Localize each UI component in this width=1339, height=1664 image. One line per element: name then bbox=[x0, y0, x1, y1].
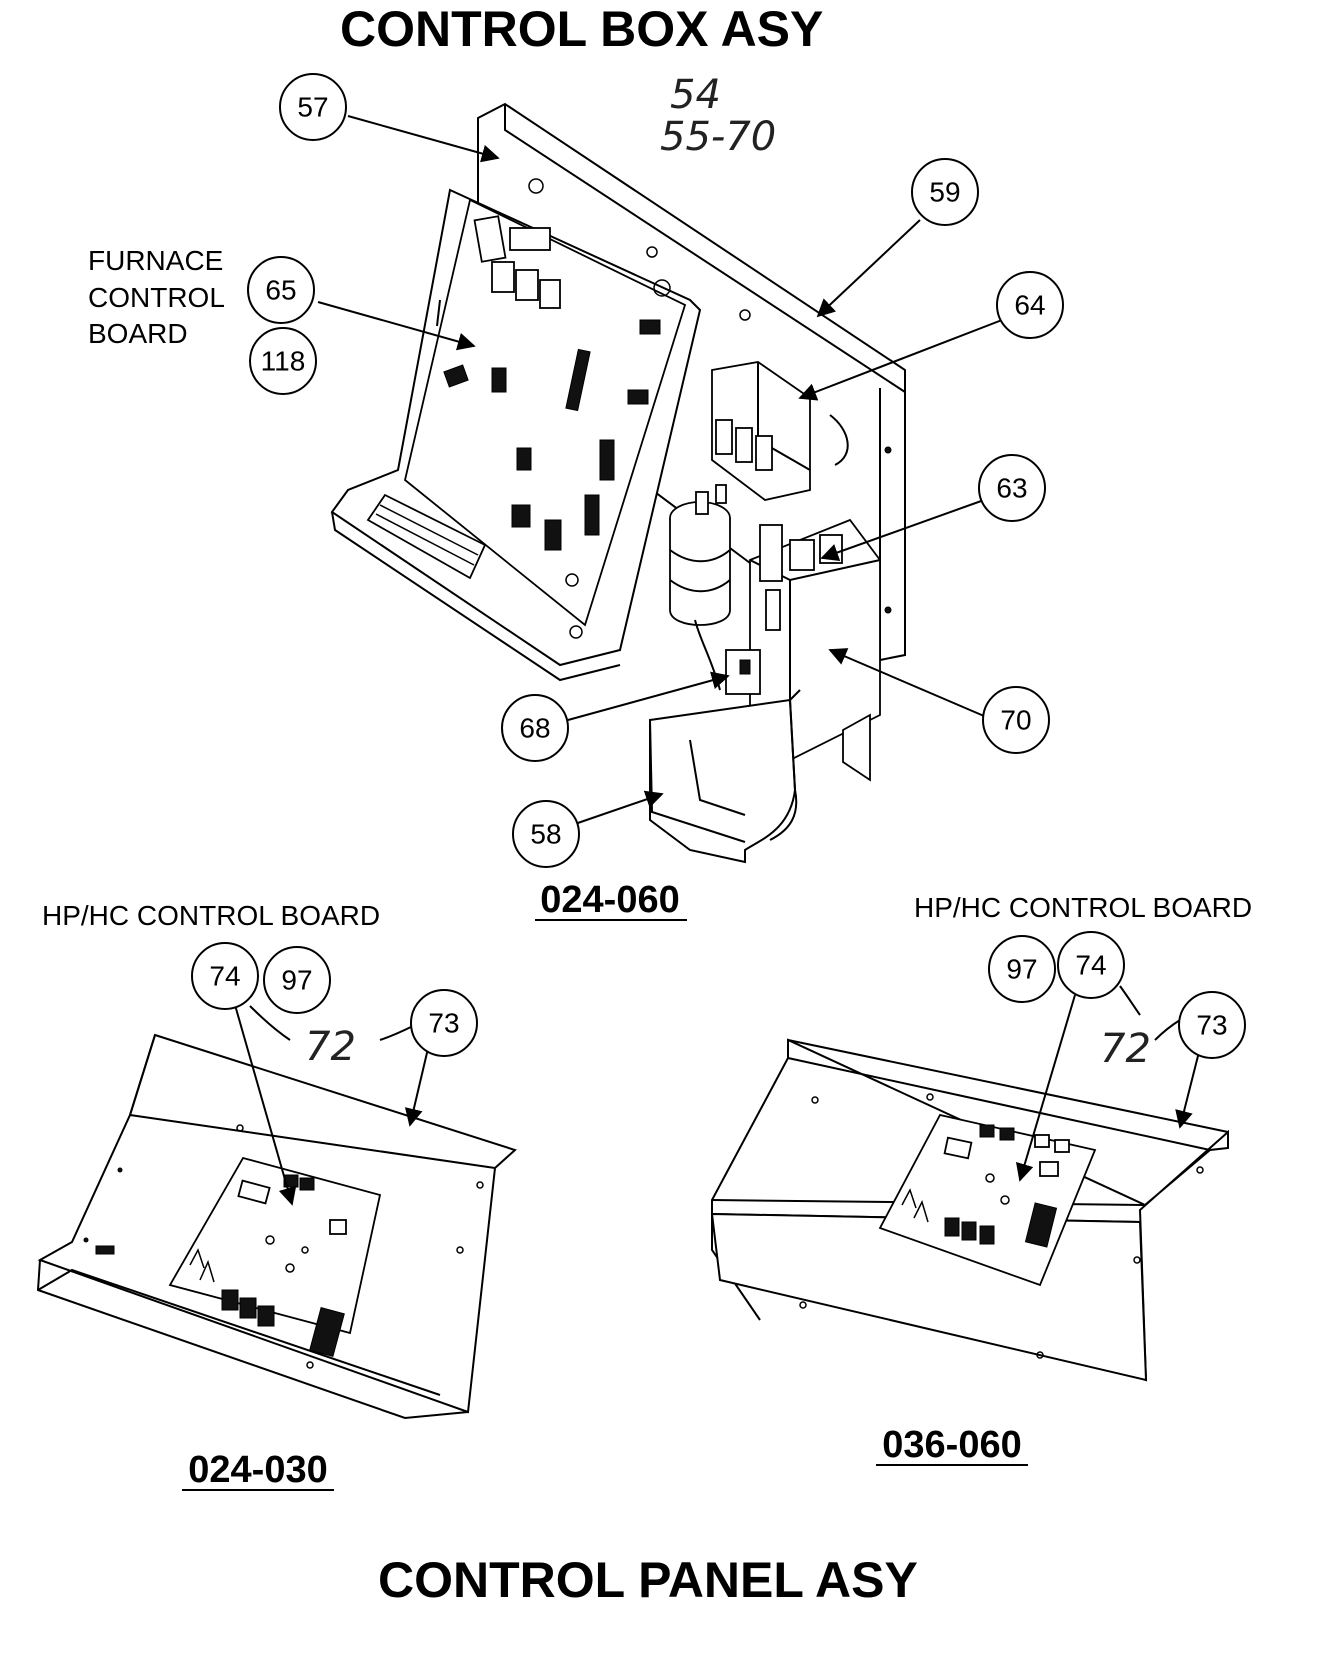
callout-64: 64 bbox=[996, 271, 1064, 339]
svg-text:97: 97 bbox=[281, 965, 312, 996]
callout-left-74: 74 bbox=[191, 942, 259, 1010]
svg-text:74: 74 bbox=[209, 961, 240, 992]
model-024-030: 024-030 bbox=[188, 1449, 327, 1491]
svg-text:57: 57 bbox=[297, 92, 328, 123]
svg-text:118: 118 bbox=[261, 346, 306, 377]
svg-text:74: 74 bbox=[1075, 950, 1106, 981]
svg-text:64: 64 bbox=[1014, 290, 1045, 321]
svg-text:BOARD: BOARD bbox=[88, 318, 188, 349]
control-panel-right-illustration bbox=[710, 1038, 1229, 1382]
control-panel-title: CONTROL PANEL ASY bbox=[378, 1552, 918, 1608]
callout-70: 70 bbox=[982, 686, 1050, 754]
callout-left-97: 97 bbox=[263, 946, 331, 1014]
svg-text:58: 58 bbox=[530, 819, 561, 850]
model-024-060: 024-060 bbox=[540, 879, 679, 921]
svg-text:CONTROL: CONTROL bbox=[88, 282, 225, 313]
callout-right-97: 97 bbox=[988, 935, 1056, 1003]
svg-text:59: 59 bbox=[929, 177, 960, 208]
control-box-illustration bbox=[330, 102, 906, 864]
handwritten-note-55-70: 55-70 bbox=[660, 114, 776, 160]
callout-65: 65 bbox=[247, 256, 315, 324]
callout-57: 57 bbox=[279, 73, 347, 141]
svg-text:70: 70 bbox=[1000, 705, 1031, 736]
hp-hc-label-right: HP/HC CONTROL BOARD bbox=[914, 892, 1252, 923]
callout-right-73: 73 bbox=[1178, 991, 1246, 1059]
callout-63: 63 bbox=[978, 454, 1046, 522]
svg-text:73: 73 bbox=[1196, 1010, 1227, 1041]
svg-text:63: 63 bbox=[996, 473, 1027, 504]
furnace-control-board-label: FURNACE CONTROL BOARD bbox=[88, 245, 225, 349]
callout-58: 58 bbox=[512, 800, 580, 868]
callout-118: 118 bbox=[249, 327, 317, 395]
handwritten-note-54: 54 bbox=[670, 72, 721, 118]
callout-right-74: 74 bbox=[1057, 931, 1125, 999]
control-panel-left-illustration bbox=[36, 1033, 517, 1420]
handwritten-note-72-left: 72 bbox=[305, 1024, 356, 1070]
control-box-title: CONTROL BOX ASY bbox=[340, 1, 823, 57]
handwritten-note-72-right: 72 bbox=[1100, 1026, 1151, 1072]
callout-59: 59 bbox=[911, 158, 979, 226]
svg-text:65: 65 bbox=[265, 275, 296, 306]
svg-text:68: 68 bbox=[519, 713, 550, 744]
hp-hc-label-left: HP/HC CONTROL BOARD bbox=[42, 900, 380, 931]
svg-text:FURNACE: FURNACE bbox=[88, 245, 223, 276]
callout-68: 68 bbox=[501, 694, 569, 762]
callout-left-73: 73 bbox=[410, 989, 478, 1057]
svg-text:73: 73 bbox=[428, 1008, 459, 1039]
model-036-060: 036-060 bbox=[882, 1424, 1021, 1466]
svg-text:97: 97 bbox=[1006, 954, 1037, 985]
